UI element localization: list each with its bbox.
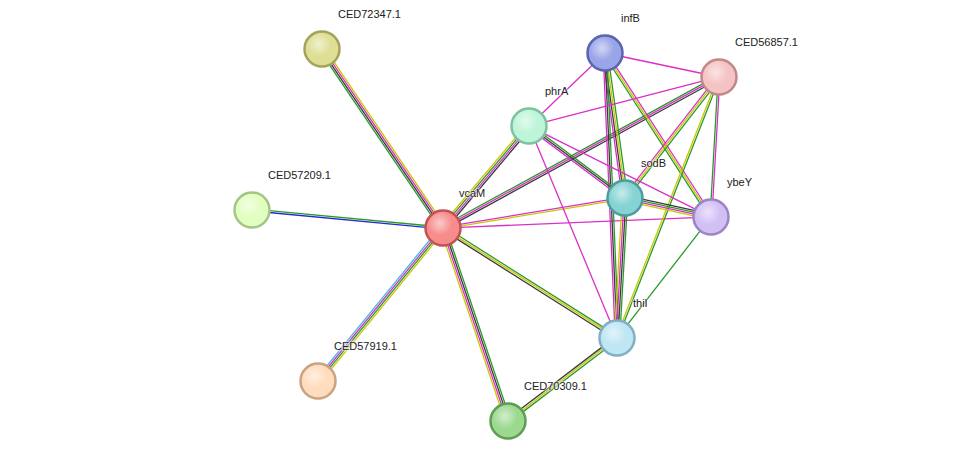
- edge-strand: [622, 57, 703, 74]
- node-label: phrA: [544, 85, 569, 98]
- node-label: thiI: [632, 297, 649, 310]
- node-circle: [692, 198, 730, 236]
- edge-strand: [328, 241, 431, 368]
- protein-node: CED72347.1: [303, 30, 341, 68]
- node-circle: [233, 191, 271, 229]
- edge-strand: [541, 65, 592, 114]
- edge-strand: [641, 204, 694, 216]
- edge-strand: [448, 244, 502, 405]
- edge-strand: [458, 236, 603, 328]
- edge-strand: [451, 243, 505, 404]
- edge-strand: [329, 242, 432, 369]
- node-circle: [299, 362, 337, 400]
- edge-strand: [637, 92, 710, 186]
- node-circle: [598, 319, 636, 357]
- interaction-edge: [536, 142, 611, 323]
- edge-strand: [449, 244, 503, 405]
- protein-node: phrA: [510, 107, 548, 145]
- interaction-edge: [327, 239, 435, 369]
- protein-node: ybeY: [692, 198, 730, 236]
- edge-strand: [456, 239, 601, 331]
- interaction-edge: [641, 199, 695, 216]
- node-circle: [606, 179, 644, 217]
- node-circle: [700, 58, 738, 96]
- edge-strand: [334, 62, 436, 213]
- interaction-edge: [541, 65, 592, 114]
- protein-node: thiI: [598, 319, 636, 357]
- edge-strand: [711, 94, 717, 200]
- interaction-edge: [269, 211, 426, 228]
- edge-strand: [332, 63, 434, 214]
- protein-node: CED57919.1: [299, 362, 337, 400]
- edge-strand: [452, 137, 516, 213]
- node-label: sodB: [640, 157, 667, 170]
- interaction-edge: [615, 215, 626, 321]
- edge-strand: [520, 347, 602, 409]
- node-circle: [424, 209, 462, 247]
- edge-strand: [331, 64, 433, 215]
- protein-node: CED57209.1: [233, 191, 271, 229]
- protein-node: infB: [586, 34, 624, 72]
- node-label: CED70309.1: [523, 380, 588, 393]
- interaction-edge: [711, 94, 719, 200]
- edge-strand: [635, 90, 708, 184]
- edge-strand: [460, 200, 608, 224]
- interaction-edge: [456, 236, 603, 331]
- edge-strand: [627, 230, 700, 324]
- interaction-edge: [545, 81, 702, 122]
- edge-strand: [329, 65, 431, 216]
- protein-node: CED56857.1: [700, 58, 738, 96]
- edge-strand: [327, 239, 430, 366]
- protein-node: CED70309.1: [489, 402, 527, 440]
- edge-strand: [641, 203, 694, 215]
- node-label: CED57919.1: [333, 340, 398, 353]
- edge-strand: [269, 211, 426, 226]
- node-label: CED56857.1: [734, 36, 799, 49]
- edge-strand: [331, 243, 434, 370]
- protein-node: sodB: [606, 179, 644, 217]
- edge-strand: [446, 245, 500, 406]
- node-label: CED57209.1: [267, 169, 332, 182]
- node-circle: [586, 34, 624, 72]
- interaction-edge: [634, 89, 710, 185]
- node-label: infB: [620, 12, 641, 25]
- edge-strand: [523, 350, 605, 412]
- edge-strand: [460, 218, 694, 228]
- edge-strand: [269, 212, 426, 227]
- edge-strand: [608, 70, 623, 181]
- node-circle: [303, 30, 341, 68]
- interaction-edge: [520, 347, 604, 412]
- edge-strand: [536, 142, 611, 323]
- interaction-edge: [329, 62, 435, 216]
- node-circle: [489, 402, 527, 440]
- interaction-edge: [627, 230, 700, 324]
- interaction-edge: [622, 57, 703, 74]
- interaction-edge: [446, 243, 505, 406]
- node-label: ybeY: [726, 176, 753, 189]
- node-label: CED72347.1: [337, 8, 402, 21]
- edge-strand: [615, 215, 621, 321]
- edge-strand: [545, 81, 702, 122]
- protein-node: vcaM: [424, 209, 462, 247]
- edge-strand: [544, 135, 613, 187]
- edge-strand: [522, 348, 604, 410]
- node-label: vcaM: [458, 187, 486, 200]
- interaction-edge: [460, 218, 694, 228]
- node-circle: [510, 107, 548, 145]
